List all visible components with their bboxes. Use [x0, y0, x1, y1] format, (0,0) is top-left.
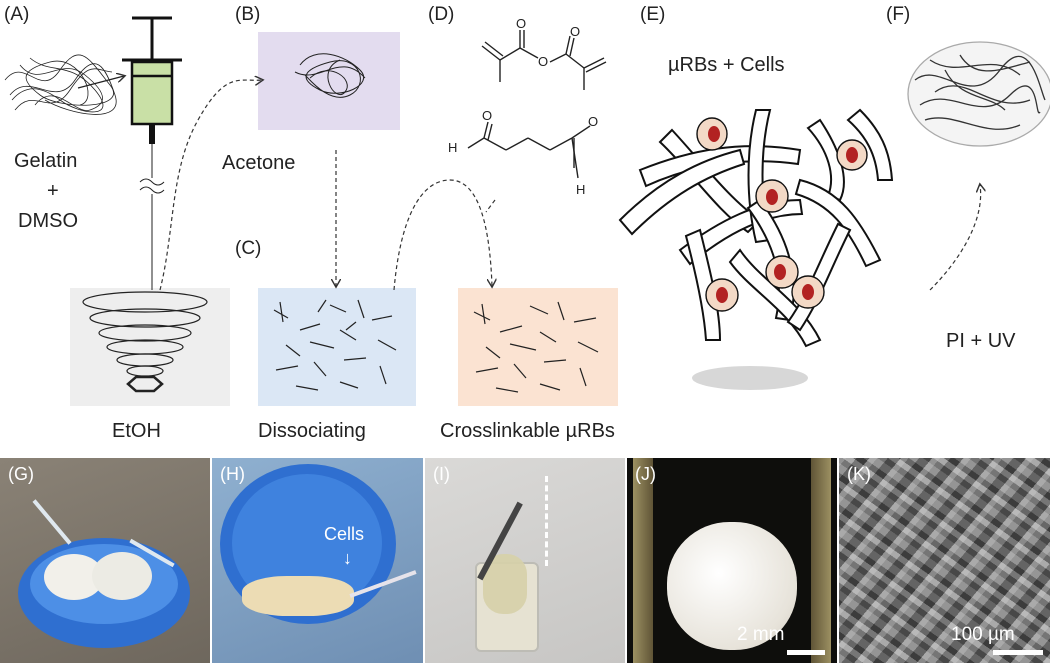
cells [696, 117, 868, 312]
panel-label-b: (B) [235, 4, 261, 25]
caption-rbs-cells: µRBs + Cells [668, 54, 785, 76]
acetone-box [258, 32, 400, 130]
svg-text:O: O [482, 108, 492, 123]
acetone-fiber-tangle [294, 53, 366, 98]
photo-g-cap-with-gelatin: (G) [0, 458, 210, 663]
scale-bar-k [993, 650, 1043, 655]
dissociated-fibers [273, 299, 397, 391]
down-arrow-icon: ↓ [343, 548, 352, 568]
svg-text:H: H [576, 182, 585, 197]
caption-dissociating: Dissociating [258, 420, 366, 442]
scale-label-j: 2 mm [737, 624, 785, 645]
svg-text:O: O [516, 16, 526, 31]
panel-label-g: (G) [8, 464, 34, 484]
stirring-vortex [82, 291, 208, 393]
crosslinkable-fibers [473, 301, 599, 393]
crosslink-box [458, 288, 618, 406]
scale-bar-j [787, 650, 825, 655]
svg-text:O: O [588, 114, 598, 129]
panel-label-d: (D) [428, 4, 455, 25]
panel-label-i: (I) [433, 464, 450, 484]
panel-label-a: (A) [4, 4, 30, 25]
cells-label: Cells [324, 524, 365, 544]
schematic-diagram: O O O H O O H [4, 16, 1050, 393]
photo-j-scaffold: 2 mm (J) [627, 458, 837, 663]
etoh-box [70, 288, 230, 406]
caption-plus: + [47, 180, 59, 202]
caption-crosslinkable: Crosslinkable µRBs [440, 420, 615, 442]
methacrylic-anhydride-structure [481, 30, 607, 90]
crosslinked-scaffold [907, 41, 1050, 147]
panel-label-e: (E) [640, 4, 666, 25]
photo-h-cap-with-cells: Cells ↓ (H) [212, 458, 423, 663]
gelatin-fiber-tangle [4, 54, 117, 115]
svg-text:H: H [448, 140, 457, 155]
svg-text:O: O [538, 54, 548, 69]
photo-i-vial: (I) [425, 458, 625, 663]
microribbon-scaffold [618, 108, 894, 348]
panel-label-h: (H) [220, 464, 245, 484]
panel-label-f: (F) [886, 4, 911, 25]
svg-text:O: O [570, 24, 580, 39]
caption-acetone: Acetone [222, 152, 296, 174]
caption-gelatin: Gelatin [14, 150, 78, 172]
scale-label-k: 100 µm [951, 624, 1015, 645]
syringe [122, 16, 182, 290]
caption-etoh: EtOH [112, 420, 161, 442]
scaffold-shadow [692, 366, 808, 390]
photo-k-sem: 100 µm (K) [839, 458, 1050, 663]
caption-pi-uv: PI + UV [946, 330, 1016, 352]
panel-label-j: (J) [635, 464, 656, 484]
glutaraldehyde-structure [467, 121, 591, 179]
caption-dmso: DMSO [18, 210, 78, 232]
panel-label-c: (C) [235, 238, 262, 259]
panel-label-k: (K) [847, 464, 871, 484]
